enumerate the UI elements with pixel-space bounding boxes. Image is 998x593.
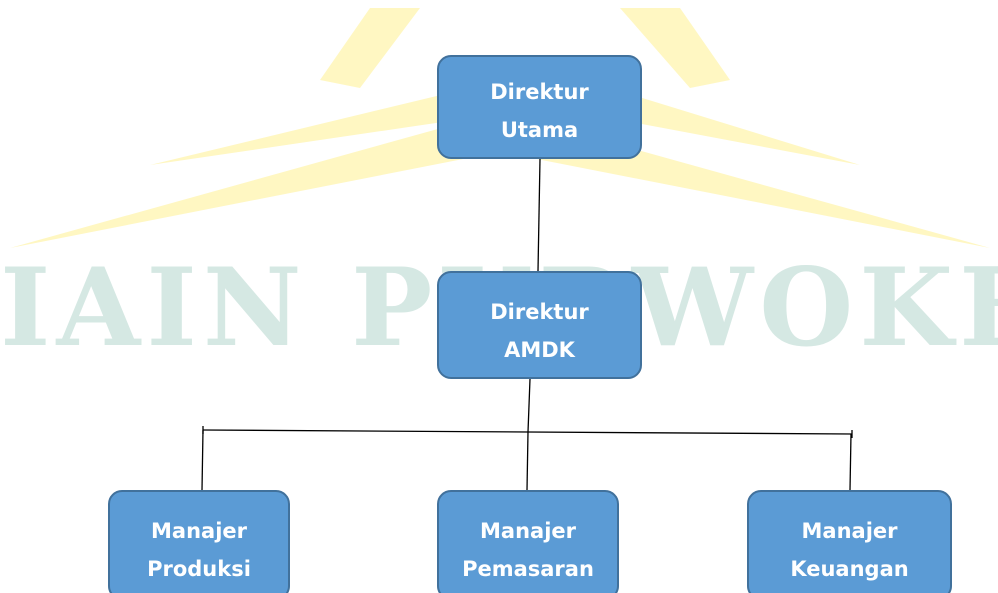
node-direktur-utama-line2: Utama <box>500 118 579 142</box>
connector-bus-to-produksi <box>201 429 204 491</box>
watermark-logo-peak-left <box>320 8 420 88</box>
node-manajer-pemasaran-line2: Pemasaran <box>462 557 594 581</box>
node-manajer-produksi-line1: Manajer <box>151 519 247 543</box>
node-direktur-amdk-line2: AMDK <box>504 338 575 362</box>
node-manajer-keuangan-line2: Keuangan <box>790 557 909 581</box>
node-manajer-pemasaran: Manajer Pemasaran <box>437 490 619 593</box>
node-manajer-keuangan: Manajer Keuangan <box>747 490 952 593</box>
node-direktur-amdk: Direktur AMDK <box>437 271 642 379</box>
watermark-logo-peak-right <box>620 8 730 88</box>
connector-amdk-to-bus <box>527 378 531 433</box>
node-manajer-produksi: Manajer Produksi <box>108 490 290 593</box>
node-direktur-amdk-line1: Direktur <box>490 300 589 324</box>
node-direktur-utama-line1: Direktur <box>490 80 589 104</box>
connector-bus-to-pemasaran <box>526 431 529 491</box>
connector-bus-to-keuangan <box>849 433 852 491</box>
node-manajer-pemasaran-line1: Manajer <box>480 519 576 543</box>
node-manajer-produksi-line2: Produksi <box>147 557 251 581</box>
node-manajer-keuangan-line1: Manajer <box>801 519 898 543</box>
watermark-logo-beam-left <box>150 88 470 165</box>
node-direktur-utama: Direktur Utama <box>437 55 642 159</box>
connector-utama-to-amdk <box>537 158 541 272</box>
watermark-logo-wing-left <box>10 95 560 248</box>
watermark-logo-beam-right <box>610 88 860 165</box>
